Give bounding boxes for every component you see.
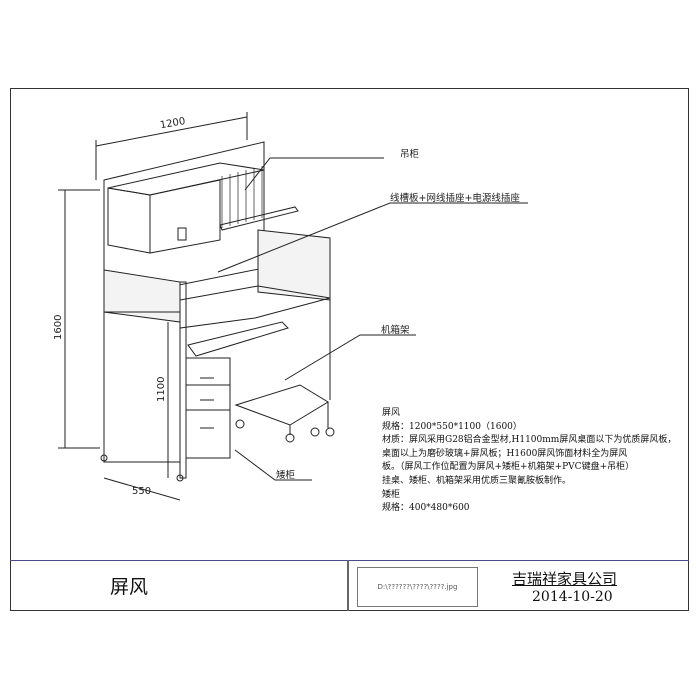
spec-line: 材质：屏风采用G28铝合金型材,H1100mm屏风桌面以下为优质屏风板， [382, 435, 677, 446]
drawing-frame [10, 88, 689, 611]
file-path-box: D:\??????\????\????.jpg [357, 567, 478, 607]
spec-line: 规格：1200*550*1100（1600） [382, 421, 522, 432]
dimension-height-total: 1600 [53, 189, 100, 449]
title-block-divider [10, 560, 689, 561]
spec-notes: 屏风 规格：1200*550*1100（1600） 材质：屏风采用G28铝合金型… [382, 407, 676, 516]
company-name: 吉瑞祥家具公司 [512, 570, 618, 588]
dim-width-label: 1200 [159, 116, 186, 131]
low-cabinet [185, 357, 245, 459]
cpu-stand [234, 384, 335, 443]
right-glass-panel [257, 229, 331, 301]
left-glass-panel [103, 269, 181, 323]
drawing-date: 2014-10-20 [532, 589, 613, 605]
spec-line: 规格：400*480*600 [382, 503, 470, 514]
spec-line: 矮柜 [382, 489, 401, 500]
furniture-drawing: 1200 1600 1100 550 [53, 112, 528, 501]
left-side-panel [103, 311, 181, 463]
spec-line: 挂桌、矮柜、机箱架采用优质三聚氰胺板制作。 [382, 475, 572, 486]
dimension-width: 1200 [95, 112, 248, 180]
dimension-depth: 550 [103, 477, 181, 501]
keyboard-tray [187, 321, 289, 357]
hanging-cabinet [107, 162, 299, 254]
spec-line: 屏风 [382, 408, 401, 418]
title-block-vertical-divider [347, 560, 349, 611]
drawing-title: 屏风 [110, 576, 149, 598]
dimension-height-desk: 1100 [156, 322, 169, 478]
dim-height-total-label: 1600 [53, 315, 64, 340]
callout-low-cabinet: 矮柜 [276, 469, 296, 481]
callout-cpu-stand: 机箱架 [381, 324, 410, 336]
callout-cable-tray: 线槽板+网线插座+电源线插座 [390, 192, 520, 204]
spec-line: 板。（屏风工作位配置为屏风+矮柜+机箱架+PVC键盘+吊柜） [382, 462, 635, 473]
spec-line: 桌面以上为磨砂玻璃+屏风板；H1600屏风饰面材料全为屏风 [382, 448, 628, 459]
dim-height-desk-label: 1100 [156, 377, 167, 402]
dim-depth-label: 550 [132, 486, 151, 497]
callout-hanging-cabinet: 吊柜 [400, 148, 420, 160]
